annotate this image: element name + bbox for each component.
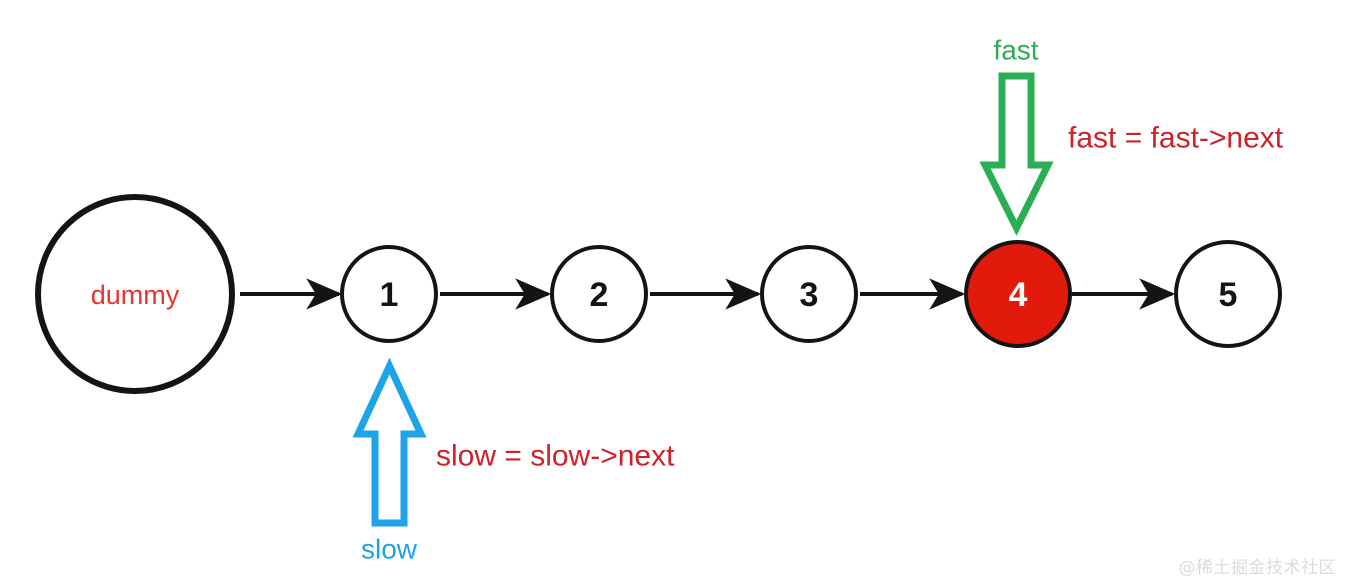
node-4-circle bbox=[964, 240, 1072, 348]
node-1-label: 1 bbox=[380, 276, 399, 314]
node-dummy-circle bbox=[35, 194, 235, 394]
node-1-circle bbox=[340, 245, 438, 343]
slow-pointer-arrow-icon bbox=[352, 357, 427, 527]
node-3-label: 3 bbox=[800, 276, 819, 314]
node-1[interactable]: 1 bbox=[340, 245, 438, 343]
node-2[interactable]: 2 bbox=[550, 245, 648, 343]
node-dummy-label: dummy bbox=[91, 280, 180, 310]
node-2-label: 2 bbox=[590, 276, 609, 314]
node-3[interactable]: 3 bbox=[760, 245, 858, 343]
node-5[interactable]: 5 bbox=[1174, 240, 1282, 348]
node-dummy[interactable]: dummy bbox=[35, 194, 235, 394]
node-2-circle bbox=[550, 245, 648, 343]
fast-code-annotation: fast = fast->next bbox=[1068, 122, 1284, 155]
node-5-circle bbox=[1174, 240, 1282, 348]
slow-pointer-label: slow bbox=[361, 534, 418, 565]
node-4-label: 4 bbox=[1009, 276, 1028, 314]
fast-pointer-arrow-icon bbox=[979, 72, 1054, 236]
slow-code-annotation: slow = slow->next bbox=[436, 440, 675, 473]
fast-pointer-group[interactable]: fast bbox=[979, 35, 1054, 236]
node-5-label: 5 bbox=[1219, 276, 1238, 314]
fast-pointer-label: fast bbox=[993, 35, 1038, 66]
slow-pointer-group[interactable]: slow bbox=[352, 357, 427, 565]
watermark: @稀土掘金技术社区 bbox=[1178, 558, 1336, 578]
node-4-highlighted[interactable]: 4 bbox=[964, 240, 1072, 348]
node-3-circle bbox=[760, 245, 858, 343]
